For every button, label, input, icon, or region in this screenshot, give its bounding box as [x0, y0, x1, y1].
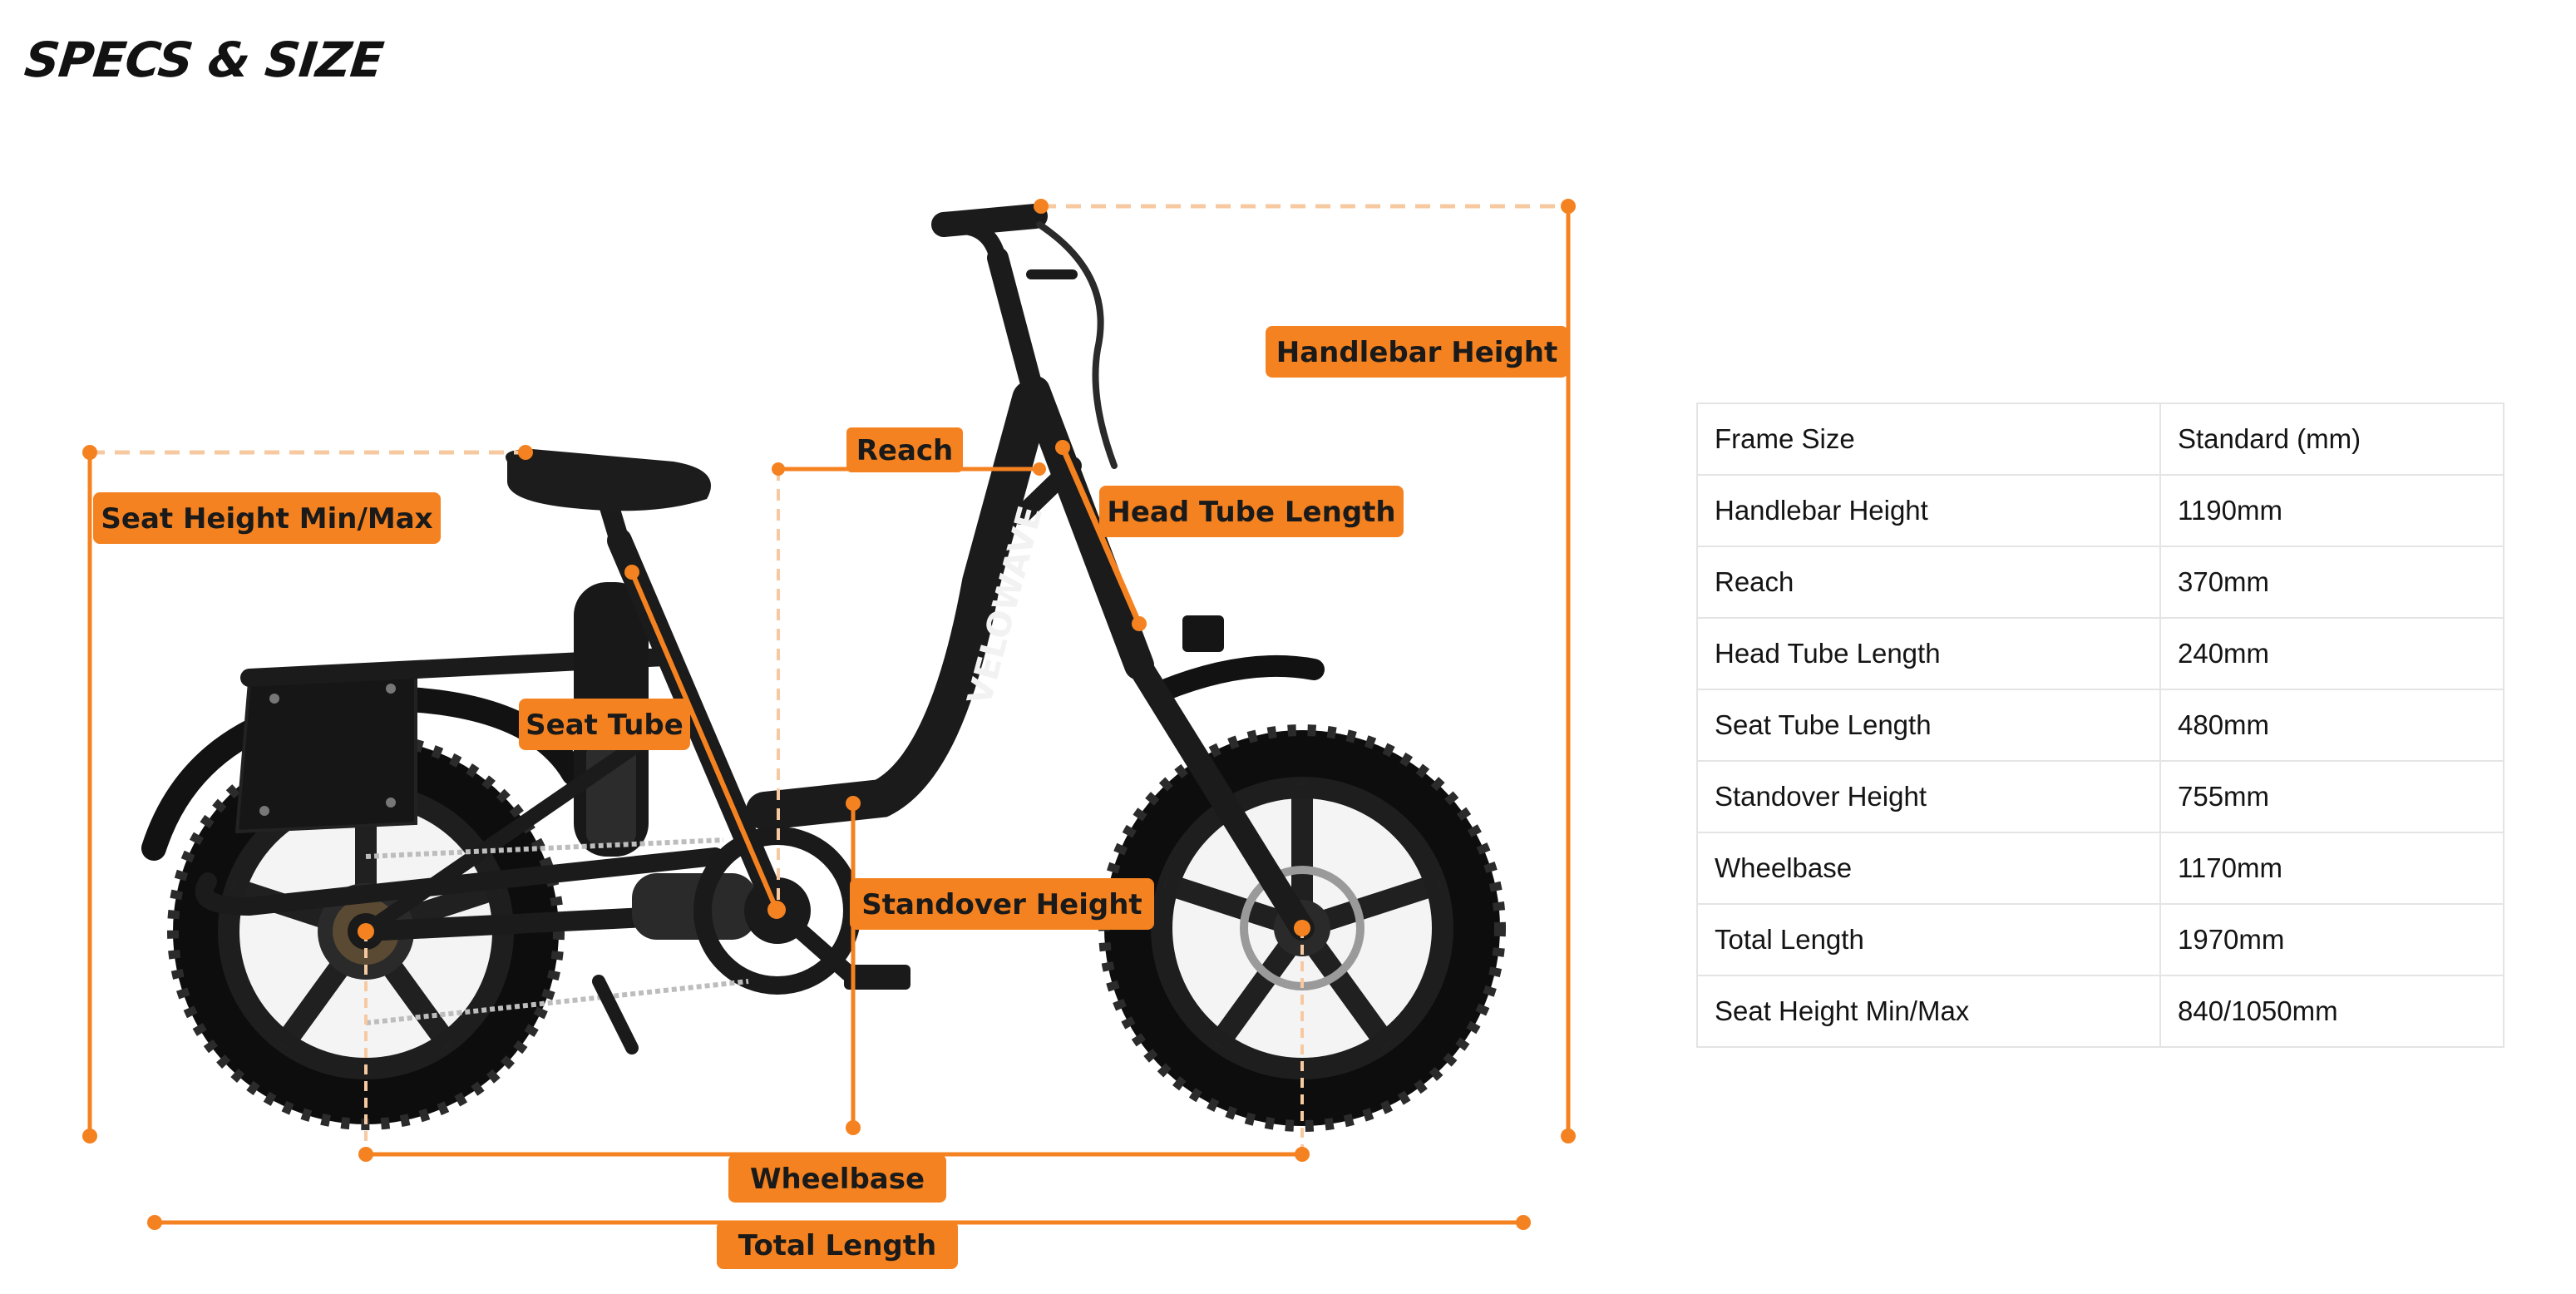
table-row: Total Length 1970mm	[1696, 903, 2504, 976]
label-total-length-text: Total Length	[738, 1229, 936, 1262]
spec-value: 1170mm	[2159, 832, 2504, 905]
seat	[506, 449, 711, 511]
table-row: Handlebar Height 1190mm	[1696, 474, 2504, 547]
label-seat-tube: Seat Tube	[519, 699, 690, 750]
spec-label: Head Tube Length	[1696, 617, 2161, 690]
label-handlebar-height-text: Handlebar Height	[1276, 336, 1558, 369]
spec-value: Standard (mm)	[2159, 403, 2504, 476]
table-row: Seat Tube Length 480mm	[1696, 689, 2504, 762]
table-row: Wheelbase 1170mm	[1696, 832, 2504, 905]
label-head-tube-length-text: Head Tube Length	[1107, 496, 1395, 529]
spec-value: 755mm	[2159, 760, 2504, 833]
spec-value: 240mm	[2159, 617, 2504, 690]
label-handlebar-height: Handlebar Height	[1266, 326, 1568, 378]
spec-value: 480mm	[2159, 689, 2504, 762]
label-head-tube-length: Head Tube Length	[1099, 486, 1404, 537]
headlight	[1182, 615, 1224, 652]
label-seat-tube-text: Seat Tube	[526, 709, 683, 742]
spec-value: 1190mm	[2159, 474, 2504, 547]
table-row: Frame Size Standard (mm)	[1696, 403, 2504, 476]
spec-label: Frame Size	[1696, 403, 2161, 476]
label-total-length: Total Length	[717, 1221, 958, 1269]
spec-label: Wheelbase	[1696, 832, 2161, 905]
spec-table: Frame Size Standard (mm) Handlebar Heigh…	[1696, 403, 2504, 1048]
label-seat-height: Seat Height Min/Max	[93, 492, 441, 544]
label-reach-text: Reach	[856, 434, 954, 467]
spec-value: 1970mm	[2159, 903, 2504, 976]
table-row: Reach 370mm	[1696, 546, 2504, 619]
spec-label: Total Length	[1696, 903, 2161, 976]
label-wheelbase-text: Wheelbase	[750, 1163, 925, 1196]
table-row: Standover Height 755mm	[1696, 760, 2504, 833]
label-wheelbase: Wheelbase	[728, 1154, 946, 1203]
label-seat-height-text: Seat Height Min/Max	[101, 502, 432, 536]
spec-label: Seat Tube Length	[1696, 689, 2161, 762]
table-row: Seat Height Min/Max 840/1050mm	[1696, 975, 2504, 1048]
dimension-lines	[82, 199, 1576, 1230]
bike-dimension-diagram: VELOWAVE	[82, 199, 1576, 1269]
table-row: Head Tube Length 240mm	[1696, 617, 2504, 690]
spec-value: 370mm	[2159, 546, 2504, 619]
label-standover-height: Standover Height	[850, 878, 1154, 930]
spec-label: Handlebar Height	[1696, 474, 2161, 547]
spec-value: 840/1050mm	[2159, 975, 2504, 1048]
spec-label: Seat Height Min/Max	[1696, 975, 2161, 1048]
label-reach: Reach	[846, 427, 963, 472]
label-standover-height-text: Standover Height	[861, 888, 1142, 921]
spec-label: Reach	[1696, 546, 2161, 619]
spec-label: Standover Height	[1696, 760, 2161, 833]
